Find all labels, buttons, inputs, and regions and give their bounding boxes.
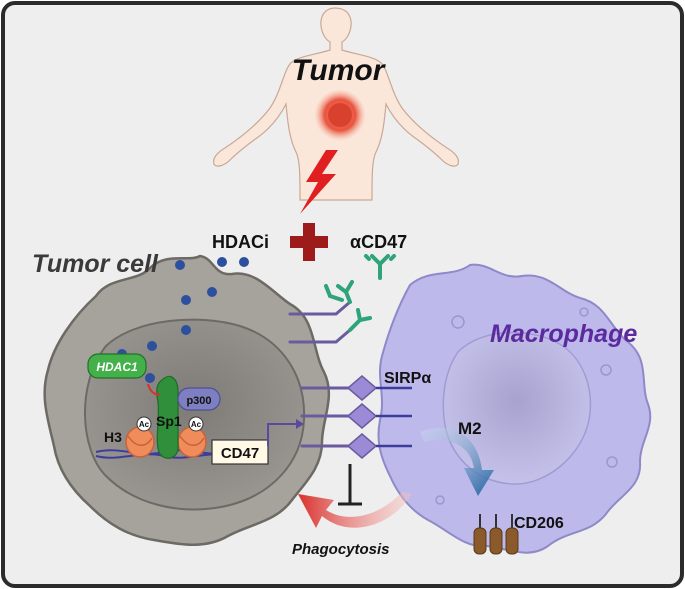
p300-label: p300 — [186, 395, 211, 407]
phagocytosis-arrow — [298, 492, 412, 528]
transcription-arrowhead — [296, 419, 304, 429]
hdac1-label: HDAC1 — [96, 360, 138, 374]
m2-arrow — [420, 428, 494, 496]
hdaci-label: HDACi — [212, 232, 269, 252]
phagocytosis-label: Phagocytosis — [292, 541, 390, 558]
tumor-nucleus — [84, 318, 306, 511]
transcription-arrow — [267, 423, 296, 446]
antibody-floating — [324, 284, 344, 302]
macrophage-label: Macrophage — [490, 320, 637, 348]
cd206-receptors — [473, 514, 519, 555]
inhibition-icon — [338, 464, 362, 506]
macrophage-nucleus — [442, 331, 592, 485]
sp1-label: Sp1 — [156, 413, 182, 429]
cd47-gene-box — [211, 439, 269, 465]
hdaci-molecules — [117, 257, 249, 383]
histone-right: Ac — [177, 416, 207, 458]
hdac1-protein — [87, 353, 147, 379]
ac-label-left: Ac — [139, 420, 150, 429]
cd47-label: CD47 — [221, 445, 259, 462]
p300-protein — [177, 387, 221, 411]
m2-label: M2 — [458, 419, 482, 438]
tumor-label: Tumor — [292, 54, 387, 87]
hdac1-inhibition-arrow — [147, 383, 161, 396]
macrophage-vesicles — [435, 307, 618, 505]
cd47-receptors — [288, 300, 352, 448]
antibody-bound-icons — [336, 280, 372, 332]
histone-left: Ac — [125, 416, 155, 458]
h3-label: H3 — [104, 429, 122, 445]
plus-icon — [290, 223, 328, 261]
lightning-icon — [300, 150, 338, 214]
tumor-cell-label: Tumor cell — [32, 250, 159, 278]
cd206-label: CD206 — [514, 515, 564, 532]
ac-label-right: Ac — [191, 420, 202, 429]
sirpa-label: SIRPα — [384, 370, 431, 387]
sirpa-receptors — [346, 375, 412, 459]
tumor-core — [328, 103, 352, 127]
antibody-free-icon — [364, 254, 396, 280]
acd47-label: αCD47 — [350, 232, 407, 252]
